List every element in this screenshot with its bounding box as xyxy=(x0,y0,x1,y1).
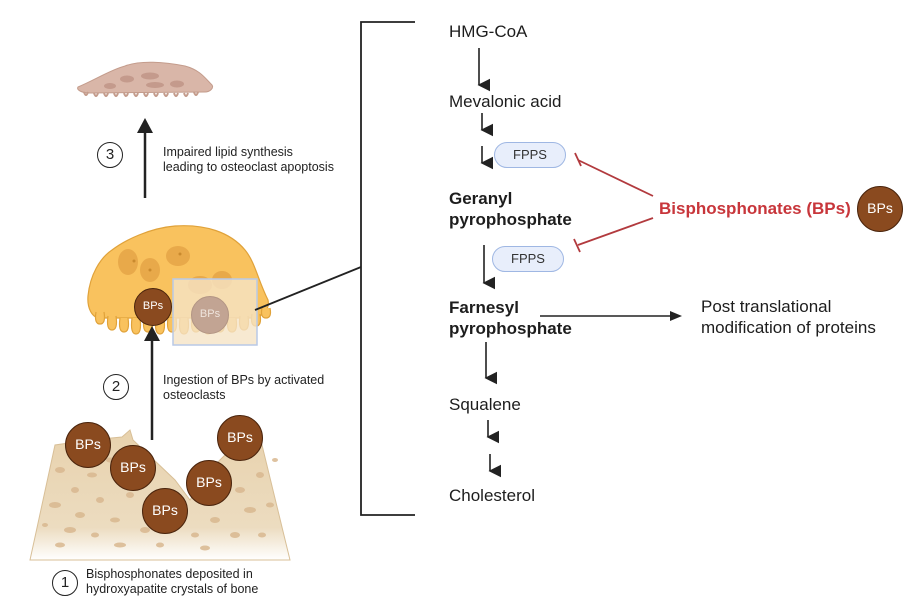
step-3-text: Impaired lipid synthesis leading to oste… xyxy=(163,145,334,175)
bone-bp-particle: BPs xyxy=(142,488,188,534)
bone-bp-particle: BPs xyxy=(217,415,263,461)
farnesyl-pyrophosphate-label: Farnesyl pyrophosphate xyxy=(449,297,572,339)
bone-bp-label: BPs xyxy=(227,429,253,445)
farnesyl-line1: Farnesyl xyxy=(449,298,519,317)
step-1-badge: 1 xyxy=(52,570,78,596)
inhibition-lines xyxy=(573,152,654,253)
step-1-line1: Bisphosphonates deposited in xyxy=(86,567,253,581)
step-2-number: 2 xyxy=(111,378,121,395)
inhibitor-bp-badge: BPs xyxy=(857,186,903,232)
post-translational-line2: modification of proteins xyxy=(701,318,876,337)
apoptotic-osteoclast xyxy=(77,61,213,97)
osteoclast-bp-zoom-label: BPs xyxy=(199,308,221,320)
pathway-arrows xyxy=(477,48,682,478)
step-1-text: Bisphosphonates deposited in hydroxyapat… xyxy=(86,567,258,597)
bone-bp-label: BPs xyxy=(75,436,101,452)
hmg-coa-label: HMG-CoA xyxy=(449,22,528,41)
mevalonic-acid-label: Mevalonic acid xyxy=(449,92,562,111)
arrowhead-step-2 xyxy=(144,326,160,341)
osteoclast-bp-particle: BPs xyxy=(134,288,172,326)
bisphosphonates-label: Bisphosphonates (BPs) xyxy=(659,199,851,218)
bone-bp-particle: BPs xyxy=(186,460,232,506)
pathway-bracket xyxy=(360,21,415,516)
step-2-badge: 2 xyxy=(103,374,129,400)
fpps-2-label: FPPS xyxy=(511,251,545,266)
geranyl-line2: pyrophosphate xyxy=(449,210,572,229)
step-3-line2: leading to osteoclast apoptosis xyxy=(163,160,334,174)
step-3-badge: 3 xyxy=(97,142,123,168)
cholesterol-label: Cholesterol xyxy=(449,486,535,505)
step-3-line1: Impaired lipid synthesis xyxy=(163,145,293,159)
fpps-1-label: FPPS xyxy=(513,147,547,162)
farnesyl-line2: pyrophosphate xyxy=(449,319,572,338)
inhibitor-bp-label: BPs xyxy=(867,200,893,216)
geranyl-pyrophosphate-label: Geranyl pyrophosphate xyxy=(449,188,572,230)
bone-bp-particle: BPs xyxy=(65,422,111,468)
step-1-line2: hydroxyapatite crystals of bone xyxy=(86,582,259,596)
bone-bp-label: BPs xyxy=(120,459,146,475)
osteoclast-bp-zoom-particle: BPs xyxy=(191,296,229,334)
step-1-number: 1 xyxy=(60,574,70,591)
zoom-connector-line xyxy=(254,266,362,311)
fpps-enzyme-1: FPPS xyxy=(494,142,566,168)
geranyl-line1: Geranyl xyxy=(449,189,513,208)
post-translational-label: Post translational modification of prote… xyxy=(701,296,876,338)
fpps-enzyme-2: FPPS xyxy=(492,246,564,272)
post-translational-line1: Post translational xyxy=(701,297,832,316)
step-2-line2: osteoclasts xyxy=(163,388,226,402)
step-3-number: 3 xyxy=(105,146,115,163)
bone-bp-particle: BPs xyxy=(110,445,156,491)
bone-bp-label: BPs xyxy=(196,474,222,490)
step-2-text: Ingestion of BPs by activated osteoclast… xyxy=(163,373,324,403)
step-2-line1: Ingestion of BPs by activated xyxy=(163,373,325,387)
squalene-label: Squalene xyxy=(449,395,521,414)
bone-bp-label: BPs xyxy=(152,502,178,518)
arrowhead-step-3 xyxy=(137,118,153,133)
osteoclast-bp-label: BPs xyxy=(142,300,164,312)
